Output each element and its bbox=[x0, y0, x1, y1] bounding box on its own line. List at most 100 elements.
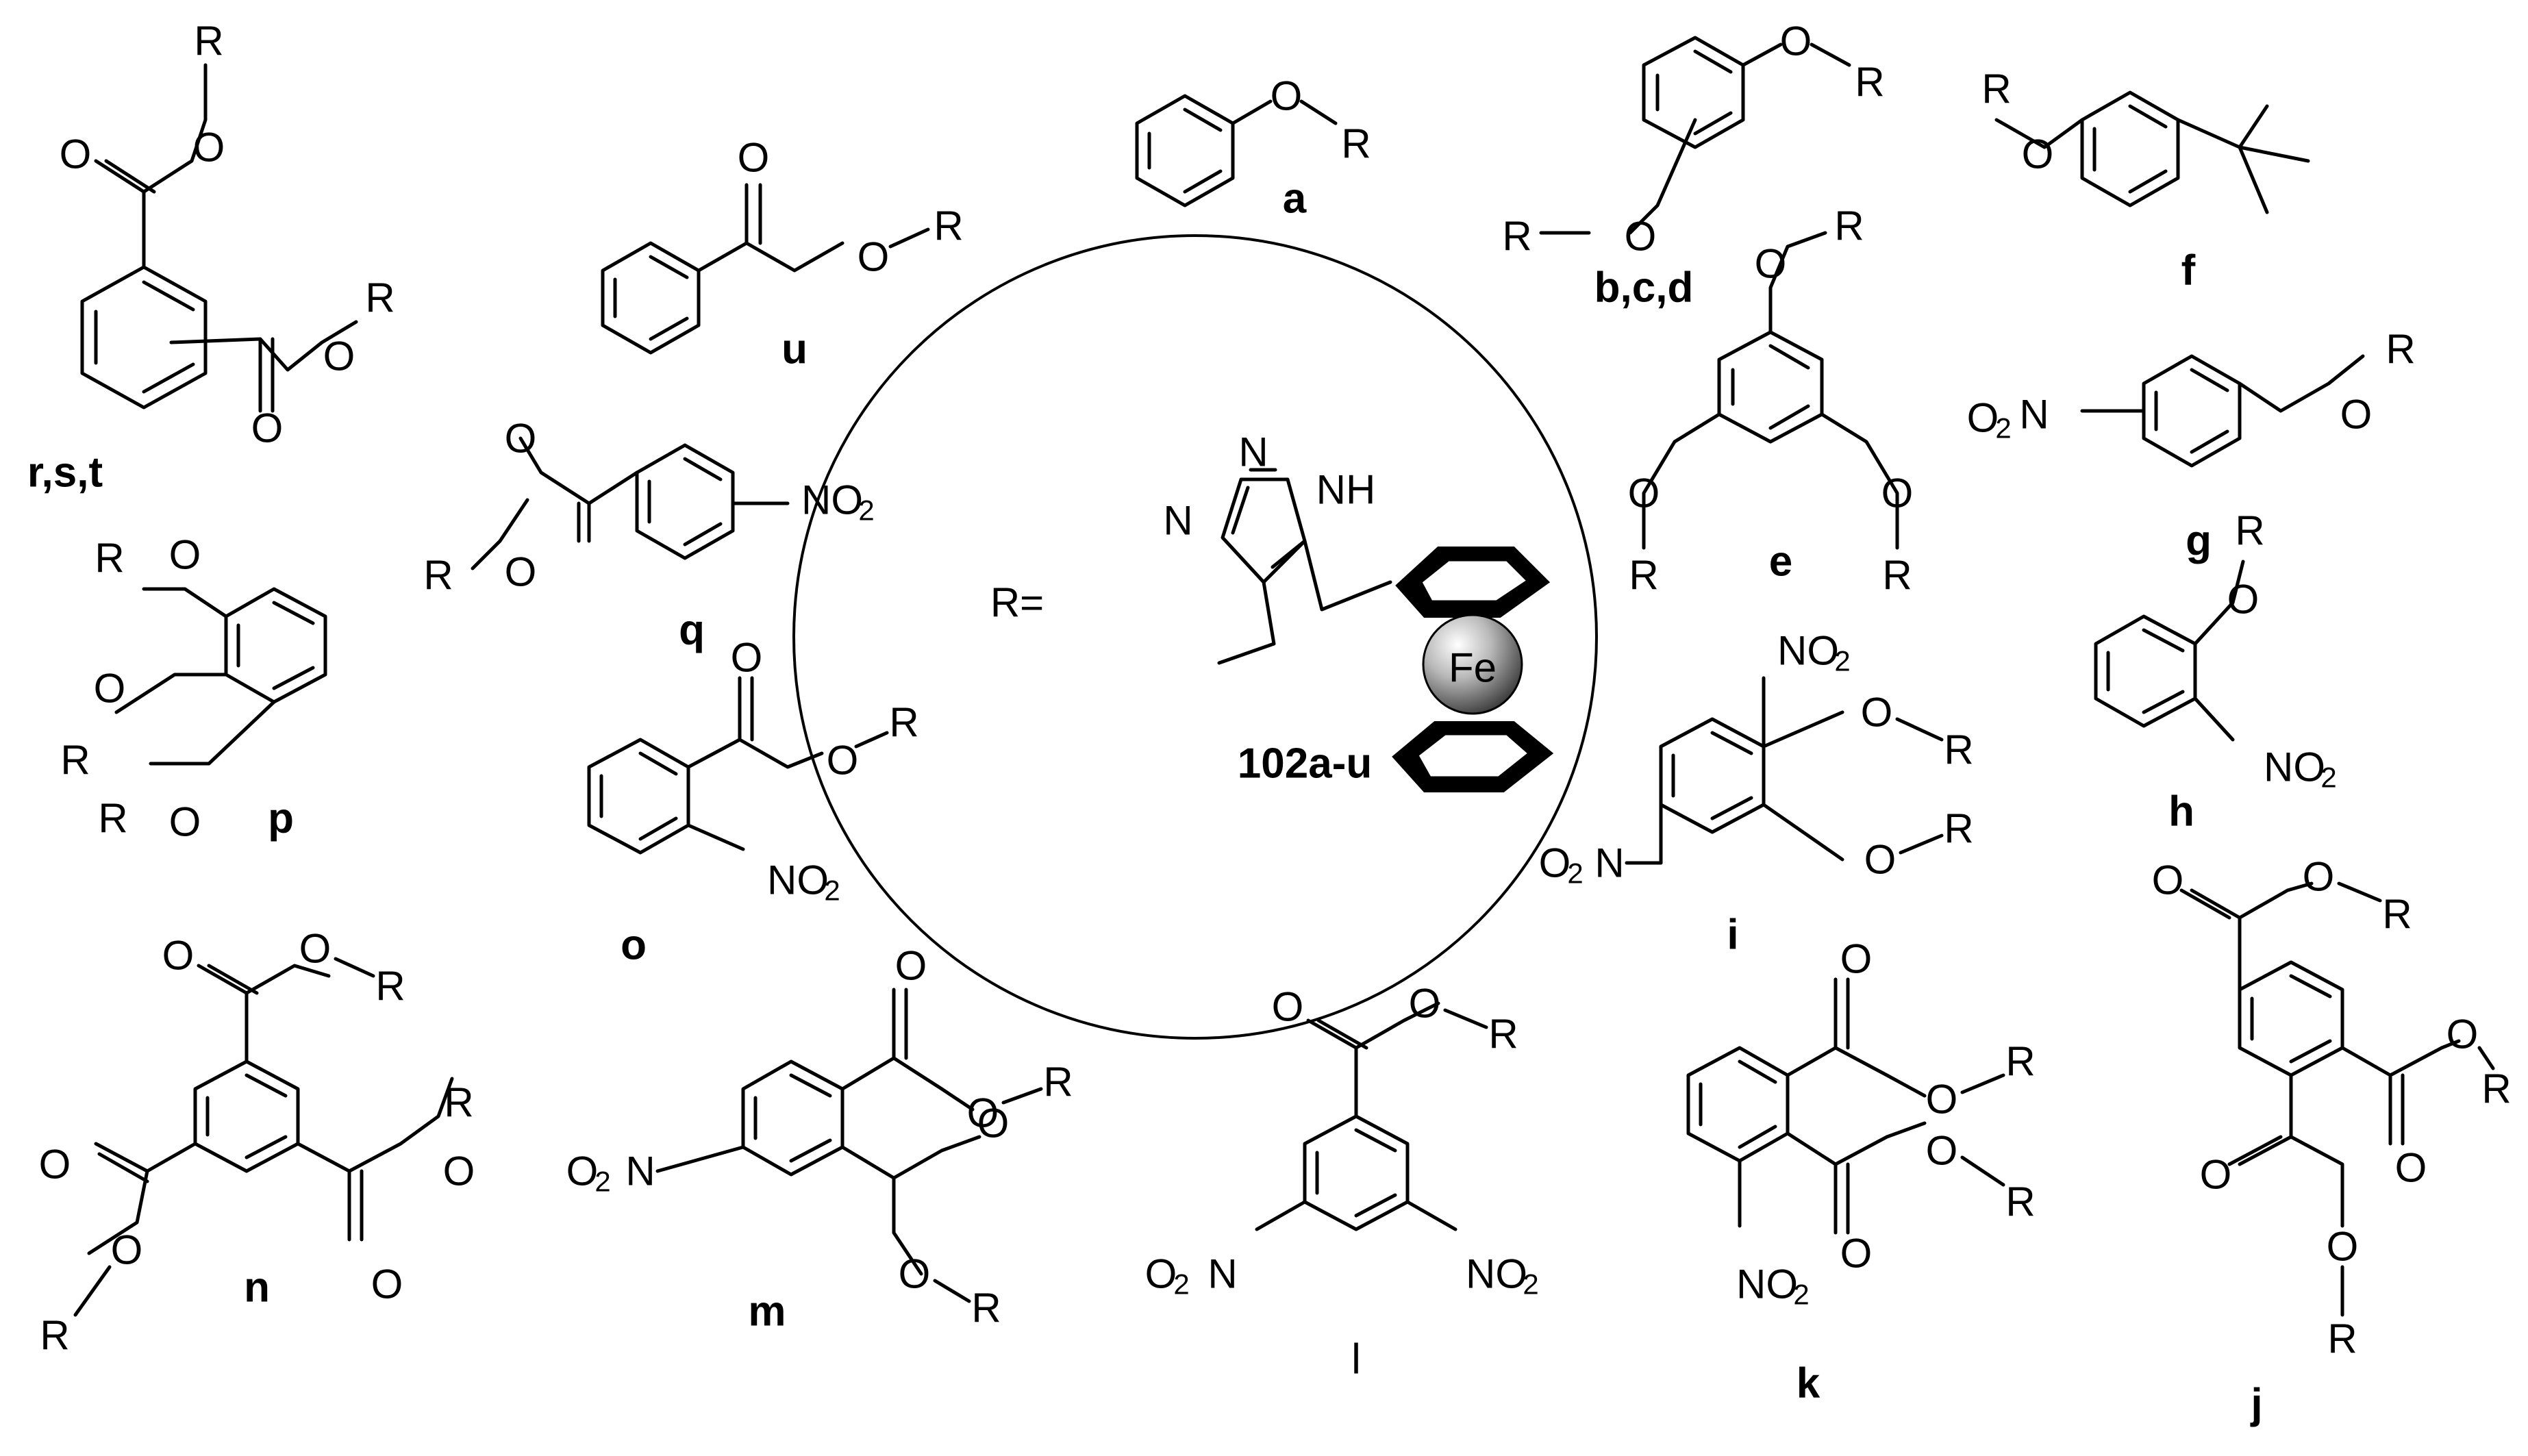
q-o1: O bbox=[505, 416, 537, 462]
q-no2: NO bbox=[801, 477, 863, 523]
j-r2: R bbox=[2481, 1066, 2511, 1112]
j-r3: R bbox=[2327, 1316, 2357, 1362]
triazole-ring bbox=[1217, 468, 1392, 665]
j-r1: R bbox=[2382, 892, 2412, 938]
n-o6: O bbox=[371, 1262, 403, 1307]
label-i: i bbox=[1727, 912, 1738, 959]
n-r2: R bbox=[40, 1313, 69, 1359]
l-no2-right-2: 2 bbox=[1523, 1268, 1538, 1301]
h-r: R bbox=[2235, 508, 2264, 554]
fe-label: Fe bbox=[1449, 645, 1497, 691]
central-circle bbox=[792, 234, 1598, 1040]
g-o: O bbox=[2340, 392, 2373, 438]
label-o: o bbox=[621, 922, 647, 969]
m-r1: R bbox=[1043, 1059, 1073, 1105]
label-u: u bbox=[781, 326, 808, 373]
i-no2-left-2: 2 bbox=[1567, 857, 1583, 890]
u-ester-o: O bbox=[858, 234, 890, 280]
label-j: j bbox=[2250, 1381, 2262, 1428]
u-carbonyl-o: O bbox=[738, 135, 770, 181]
n-o2: O bbox=[299, 926, 331, 972]
structure-a: O R a bbox=[1135, 73, 1371, 223]
structure-o: O O R NO 2 o bbox=[587, 635, 919, 969]
g-r: R bbox=[2386, 327, 2415, 373]
i-no2-top-2: 2 bbox=[1834, 645, 1850, 677]
ferrocene bbox=[1392, 547, 1554, 792]
structure-j: O O R O O R O O R j bbox=[2152, 854, 2512, 1428]
j-o2: O bbox=[2303, 854, 2335, 900]
iron-atom-icon bbox=[1422, 614, 1523, 715]
label-l: l bbox=[1351, 1336, 1361, 1383]
m-o1: O bbox=[895, 943, 927, 989]
label-p: p bbox=[268, 795, 294, 842]
k-o3: O bbox=[1926, 1128, 1958, 1174]
m-no2: O bbox=[566, 1149, 599, 1194]
rst-o3: O bbox=[251, 405, 284, 451]
k-o2: O bbox=[1926, 1077, 1958, 1122]
l-n-left: N bbox=[1207, 1251, 1237, 1297]
h-no2: NO bbox=[2264, 744, 2325, 790]
triazole-nh: NH bbox=[1316, 467, 1376, 513]
i-o1: O bbox=[1861, 690, 1893, 736]
e-r1: R bbox=[1834, 203, 1864, 249]
j-o4: O bbox=[2446, 1012, 2479, 1057]
k-o4: O bbox=[1840, 1231, 1873, 1277]
bcd-r2: R bbox=[1502, 214, 1531, 260]
k-no2: NO bbox=[1736, 1262, 1798, 1307]
p-o3: O bbox=[169, 799, 201, 845]
l-o2: O bbox=[1409, 981, 1441, 1027]
q-no2-2: 2 bbox=[858, 494, 874, 527]
triazole-n-top: N bbox=[1238, 429, 1268, 475]
l-o1: O bbox=[1272, 984, 1304, 1030]
m-o2: O bbox=[967, 1090, 999, 1136]
n-o1: O bbox=[162, 933, 195, 979]
m-o4: O bbox=[899, 1251, 931, 1297]
label-f: f bbox=[2181, 247, 2196, 294]
label-g: g bbox=[2186, 518, 2212, 565]
i-r1: R bbox=[1944, 727, 1973, 773]
triazole-n-left: N bbox=[1163, 498, 1192, 544]
o-o1: O bbox=[731, 635, 763, 681]
rst-r1: R bbox=[194, 18, 223, 64]
e-o1: O bbox=[1755, 241, 1787, 287]
i-no2-top: NO bbox=[1777, 628, 1839, 674]
i-no2-left: O bbox=[1539, 840, 1571, 886]
structure-f: R O f bbox=[1981, 66, 2310, 294]
i-r2: R bbox=[1944, 806, 1973, 852]
compound-label-102a-u: 102a-u bbox=[1238, 740, 1372, 788]
m-o3: O bbox=[977, 1101, 1010, 1146]
structure-u: O O R u bbox=[601, 135, 964, 373]
j-o1: O bbox=[2152, 857, 2184, 903]
bcd-o1: O bbox=[1780, 18, 1812, 64]
o-o2: O bbox=[827, 738, 859, 783]
structure-g: O 2 N O R g bbox=[1967, 327, 2416, 565]
p-r2: R bbox=[60, 738, 90, 783]
n-o3: O bbox=[39, 1142, 71, 1188]
rst-o2: O bbox=[193, 125, 225, 171]
o-r: R bbox=[889, 700, 918, 746]
g-no2-o: O bbox=[1967, 395, 1999, 441]
structure-m: O O R O O R O 2 N m bbox=[566, 943, 1073, 1335]
n-o4: O bbox=[111, 1227, 143, 1273]
g-no2-2: 2 bbox=[1995, 412, 2011, 444]
structure-bcd: O R O R b,c,d bbox=[1502, 18, 1884, 312]
l-r: R bbox=[1488, 1012, 1518, 1057]
rst-r2: R bbox=[365, 275, 395, 321]
n-r1: R bbox=[375, 964, 405, 1009]
g-no2-n: N bbox=[2019, 392, 2049, 438]
a-r: R bbox=[1341, 121, 1371, 167]
m-no2-2: 2 bbox=[595, 1166, 610, 1198]
q-o2: O bbox=[505, 549, 537, 595]
k-r1: R bbox=[2005, 1039, 2035, 1085]
r-equals-label: R= bbox=[990, 580, 1044, 626]
k-o1: O bbox=[1840, 936, 1873, 982]
label-k: k bbox=[1797, 1360, 1820, 1407]
label-rst: r,s,t bbox=[27, 449, 103, 497]
bcd-r1: R bbox=[1855, 60, 1884, 105]
j-o6: O bbox=[2327, 1224, 2359, 1270]
m-r2: R bbox=[971, 1285, 1001, 1331]
l-no2-left-2: 2 bbox=[1173, 1268, 1189, 1301]
j-o3: O bbox=[2395, 1145, 2427, 1191]
n-r3: R bbox=[444, 1080, 473, 1126]
